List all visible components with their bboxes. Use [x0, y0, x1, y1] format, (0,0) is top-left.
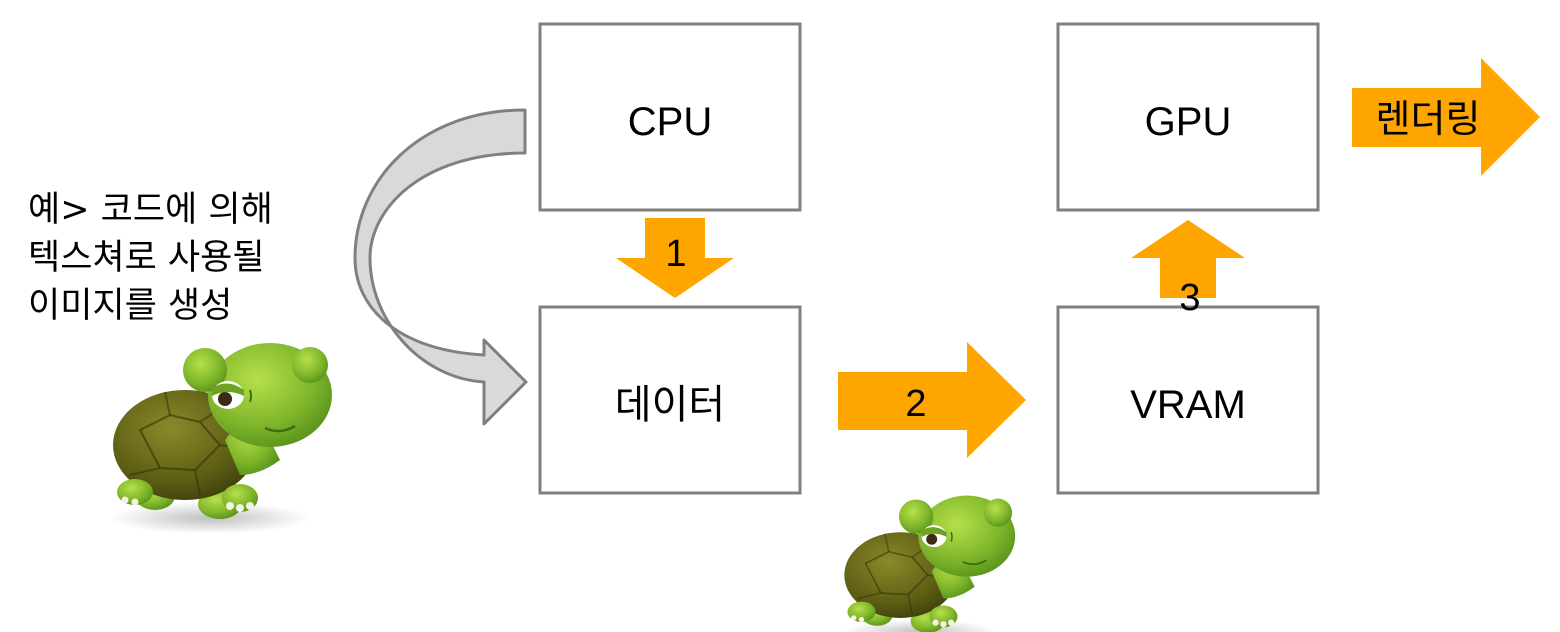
- gpu-box: GPU: [1056, 22, 1320, 212]
- note-line: 이미지를 생성: [28, 286, 233, 326]
- curved-generate-arrow: [353, 108, 528, 426]
- render-output-arrow: 렌더링: [1352, 58, 1540, 176]
- step-2-arrow: 2: [838, 342, 1026, 458]
- texture-generation-note: 예> 코드에 의해 텍스쳐로 사용될 이미지를 생성: [28, 186, 328, 330]
- step-3-arrow: 3: [1131, 220, 1245, 319]
- gpu-label: GPU: [1145, 100, 1232, 144]
- vram-label: VRAM: [1130, 383, 1246, 427]
- step-1-label: 1: [665, 233, 686, 275]
- step-3-label: 3: [1179, 277, 1200, 319]
- turtle-mascot-icon: [841, 494, 1017, 632]
- cpu-box: CPU: [538, 22, 802, 212]
- note-line: 예> 코드에 의해: [28, 190, 273, 230]
- render-label: 렌더링: [1376, 97, 1481, 141]
- data-box: 데이터: [538, 305, 802, 495]
- step-1-arrow: 1: [616, 218, 734, 298]
- step-2-label: 2: [905, 383, 926, 425]
- vram-box: VRAM: [1056, 305, 1320, 495]
- turtle-mascot-icon: [108, 341, 334, 536]
- cpu-label: CPU: [628, 100, 712, 144]
- note-line: 텍스쳐로 사용될: [28, 238, 265, 278]
- data-label: 데이터: [615, 383, 725, 427]
